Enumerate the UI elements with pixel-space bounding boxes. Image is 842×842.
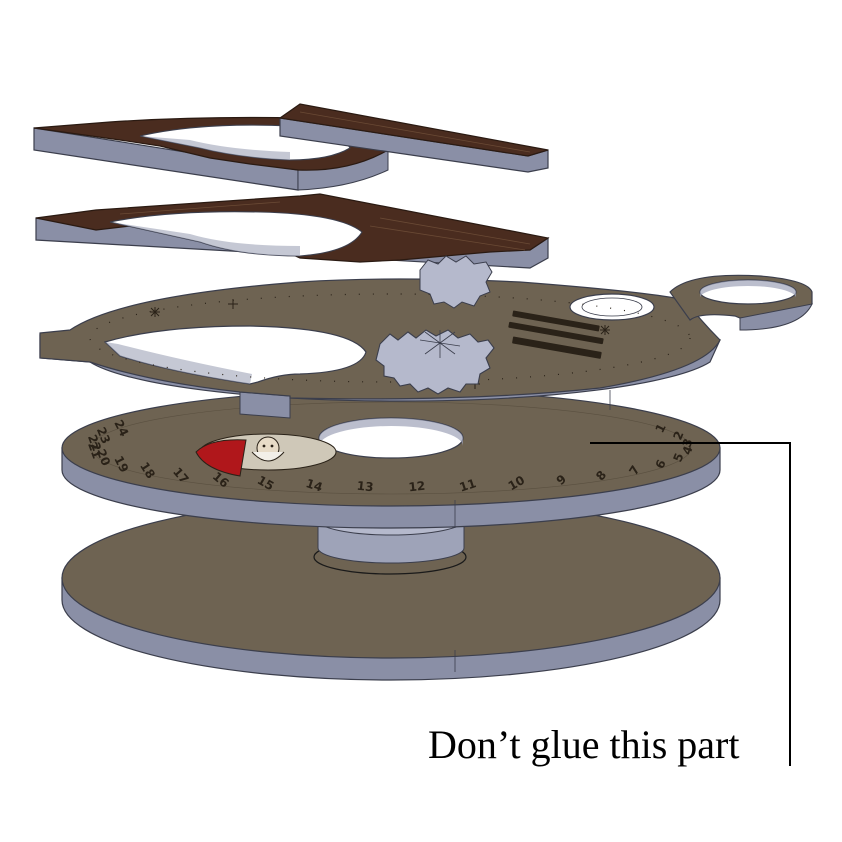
dial-number: 23 [94, 425, 113, 446]
santa-face-decoration [195, 433, 337, 477]
face-plate [39, 274, 813, 419]
dial-number: 24 [111, 418, 131, 439]
dial-number: 12 [408, 479, 426, 495]
snowflake-gear [375, 329, 495, 395]
dial-number: 14 [304, 476, 324, 494]
dial-number: 22 [85, 433, 104, 454]
dial-number: 19 [111, 454, 131, 475]
dial-number: 21 [85, 440, 104, 461]
engraved-text-block [508, 310, 604, 359]
lower-frame [35, 193, 550, 309]
hanging-tab [669, 274, 813, 331]
callout-label: Don’t glue this part [428, 722, 740, 767]
side-bar [278, 103, 549, 173]
dial-number: 20 [94, 447, 113, 468]
callout-leader [590, 442, 791, 766]
dial-number: 11 [458, 476, 478, 494]
dial-number: 13 [356, 479, 374, 495]
